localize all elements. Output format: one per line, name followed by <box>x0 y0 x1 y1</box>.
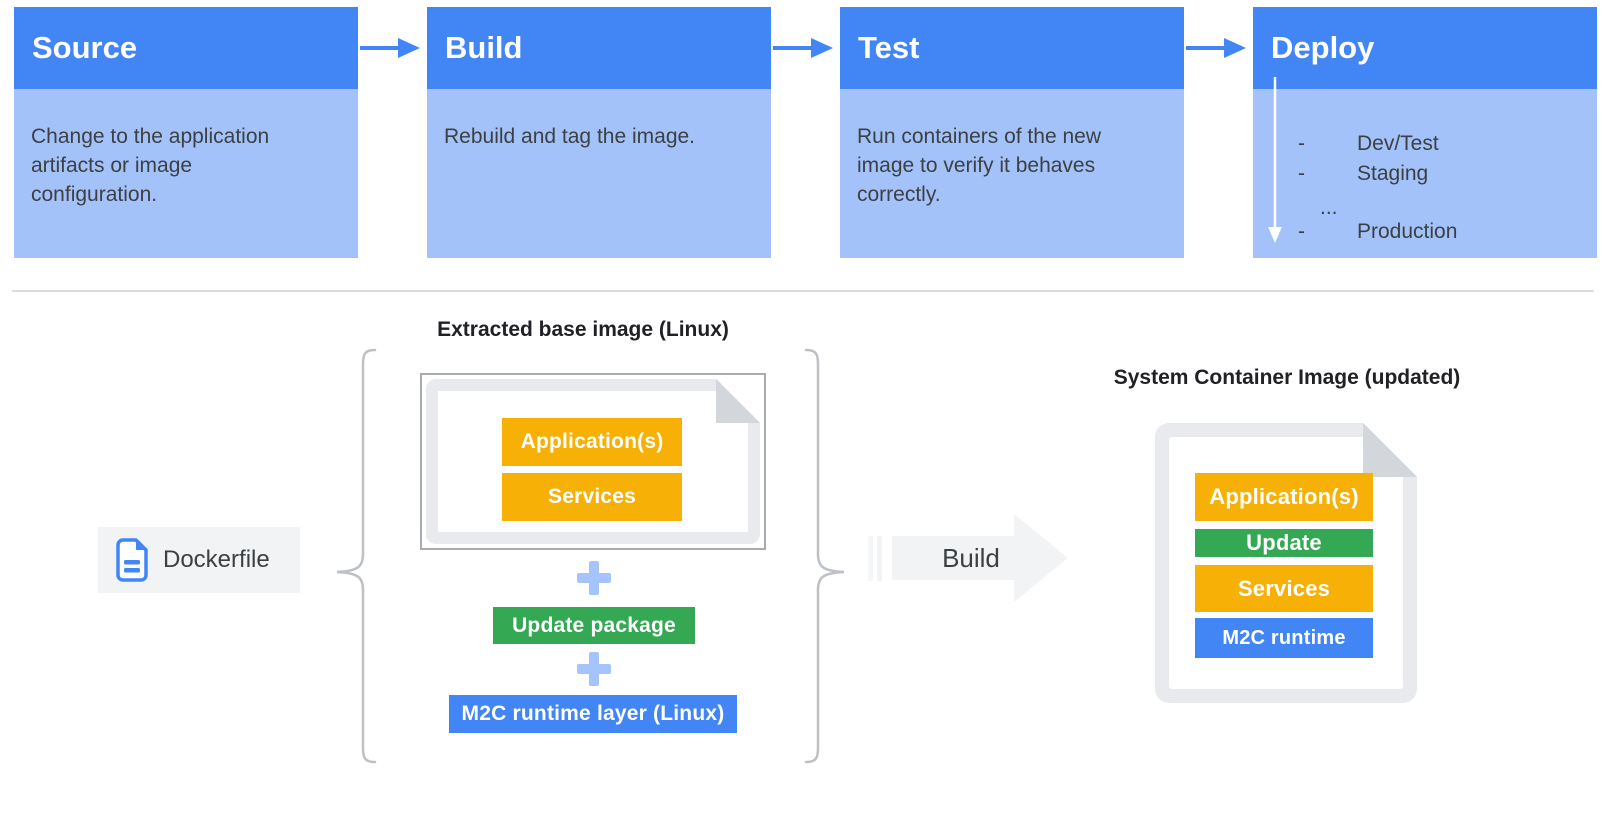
base-image-frame <box>420 373 766 550</box>
step-body-test: Run containers of the new image to verif… <box>840 89 1184 258</box>
build-arrow-label: Build <box>942 542 1000 573</box>
step-body-deploy: - Dev/Test - Staging ... - Production <box>1253 89 1597 258</box>
deploy-env-ellipsis: ... <box>1320 194 1338 220</box>
arrow-down-icon <box>1268 77 1282 243</box>
result-layer-applications: Application(s) <box>1195 473 1373 521</box>
deploy-env-label: Dev/Test <box>1357 131 1439 155</box>
result-layer-services: Services <box>1195 565 1373 612</box>
pipeline-step-deploy: Deploy - Dev/Test - Staging ... - Produc… <box>1253 7 1597 258</box>
pipeline-step-build: Build Rebuild and tag the image. <box>427 7 771 258</box>
step-title-deploy: Deploy <box>1253 7 1597 89</box>
section-divider <box>12 290 1594 292</box>
big-arrow-right-icon <box>892 514 1068 602</box>
build-arrow: Build <box>868 512 1078 604</box>
result-document <box>1155 423 1417 703</box>
step-title-source: Source <box>14 7 358 89</box>
pipeline-step-test: Test Run containers of the new image to … <box>840 7 1184 258</box>
right-brace <box>804 348 845 764</box>
deploy-env-label: Staging <box>1357 161 1429 185</box>
pipeline-step-source: Source Change to the application artifac… <box>14 7 358 258</box>
step-title-build: Build <box>427 7 771 89</box>
deploy-env-label: Production <box>1357 219 1458 243</box>
dockerfile-chip: Dockerfile <box>98 527 300 593</box>
step-body-build: Rebuild and tag the image. <box>427 89 771 258</box>
folded-corner-icon <box>716 379 760 423</box>
dockerfile-document-icon <box>116 538 148 582</box>
base-layer-applications: Application(s) <box>502 418 682 466</box>
step-description-build: Rebuild and tag the image. <box>444 125 696 148</box>
deploy-env-production: - Production <box>1298 218 1457 244</box>
deploy-env-staging: - Staging <box>1298 160 1428 186</box>
m2c-runtime-layer: M2C runtime layer (Linux) <box>449 695 737 733</box>
dash-bullet: - <box>1298 131 1305 155</box>
plus-icon <box>577 561 611 595</box>
update-package-layer: Update package <box>493 607 695 644</box>
step-description-test: Run containers of the new image to verif… <box>857 125 1101 206</box>
step-title-test: Test <box>840 7 1184 89</box>
base-layer-services: Services <box>502 473 682 521</box>
plus-icon <box>577 652 611 686</box>
step-description-source: Change to the application artifacts or i… <box>31 125 270 206</box>
result-layer-update: Update <box>1195 529 1373 557</box>
arrow-right-icon <box>773 38 833 58</box>
dash-bullet: - <box>1298 161 1305 185</box>
result-layer-m2c-runtime: M2C runtime <box>1195 618 1373 658</box>
speed-line <box>868 536 873 581</box>
dockerfile-label: Dockerfile <box>163 546 270 573</box>
folded-corner-icon <box>1363 423 1417 477</box>
deploy-env-label: ... <box>1320 195 1338 219</box>
left-brace <box>336 348 377 764</box>
dash-bullet: - <box>1298 219 1305 243</box>
step-body-source: Change to the application artifacts or i… <box>14 89 358 258</box>
arrow-right-icon <box>1186 38 1246 58</box>
deploy-env-dev-test: - Dev/Test <box>1298 130 1439 156</box>
base-image-title: Extracted base image (Linux) <box>437 318 729 341</box>
speed-line <box>877 536 882 581</box>
arrow-right-icon <box>360 38 420 58</box>
result-image-title: System Container Image (updated) <box>1113 366 1461 389</box>
